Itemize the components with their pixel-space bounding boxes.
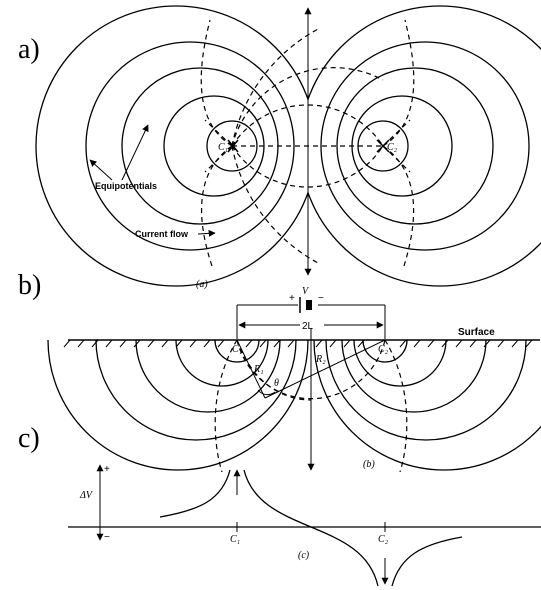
equipotentials-label: Equipotentials xyxy=(95,181,157,191)
current-flow-lines-a xyxy=(200,19,415,267)
r2-label: R₂ xyxy=(315,354,326,365)
dv-plus: + xyxy=(104,464,110,475)
distance-geometry xyxy=(236,339,386,399)
panel-b-label: b) xyxy=(18,270,41,301)
battery-label: V xyxy=(302,286,310,297)
potential-curve-middle xyxy=(243,469,379,587)
panel-a-c1-label: C₁ xyxy=(218,142,228,153)
battery-plus: + xyxy=(289,293,295,304)
dv-minus: − xyxy=(104,532,110,543)
panel-a-label: a) xyxy=(18,34,40,65)
potential-curve-left xyxy=(159,469,231,518)
panel-a-c2-label: C₂ xyxy=(387,142,398,153)
panel-b-caption: (b) xyxy=(363,459,375,470)
c2-label-c: C₂ xyxy=(378,534,389,545)
battery-circuit xyxy=(236,297,386,339)
battery-minus: − xyxy=(318,293,324,304)
left-equipotentials xyxy=(35,5,308,287)
panel-c-caption: (c) xyxy=(298,550,310,561)
panel-c-label: c) xyxy=(18,423,40,454)
potential-curve-right xyxy=(391,536,463,587)
panel-a-c2-marker xyxy=(376,139,390,153)
equipotential-arrow-1 xyxy=(89,159,113,181)
c2-label-b: C₂ xyxy=(378,344,389,355)
equipotential-arrow-2 xyxy=(121,124,149,181)
spacing-label: 2L xyxy=(302,321,314,332)
c1-label-c: C₁ xyxy=(230,534,240,545)
dv-label: ΔV xyxy=(79,490,94,501)
c1-label-b: C₁ xyxy=(232,344,242,355)
current-flow-label: Current flow xyxy=(135,229,189,239)
half-equipotentials xyxy=(47,340,541,471)
current-flow-arrow xyxy=(197,229,216,237)
panel-a-c1-marker xyxy=(227,139,239,153)
panel-a-caption: (a) xyxy=(196,279,208,290)
ground-hatching xyxy=(63,339,533,348)
theta-label: θ xyxy=(274,378,279,389)
r1-label: R₁ xyxy=(253,364,264,375)
surface-label: Surface xyxy=(458,327,495,338)
right-equipotentials xyxy=(308,5,541,287)
